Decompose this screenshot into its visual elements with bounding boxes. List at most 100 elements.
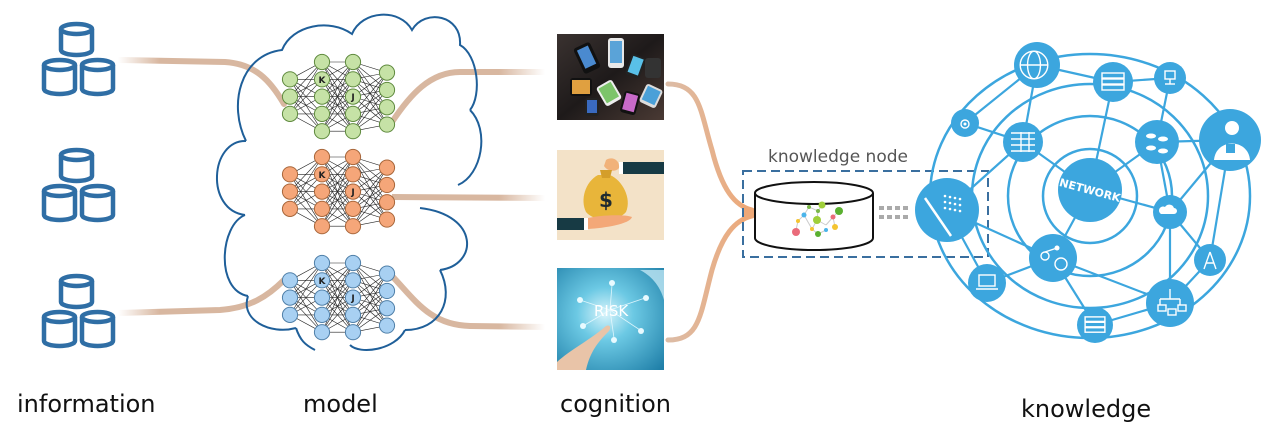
- server-rack-icon: [1093, 62, 1133, 102]
- stage-label-knowledge: knowledge: [1021, 395, 1152, 423]
- net-edge: [321, 156, 354, 210]
- neural-net-blue: KJ: [281, 254, 396, 341]
- net-node: [378, 317, 396, 334]
- network-center: NETWORK: [1058, 158, 1122, 222]
- net-node: [344, 166, 362, 183]
- network-node: [1154, 62, 1186, 94]
- network-node: [915, 178, 979, 242]
- net-node-label: K: [319, 171, 327, 181]
- net-edge: [352, 290, 388, 333]
- net-edges: [289, 262, 388, 333]
- net-edge: [352, 273, 388, 333]
- stage-label-model: model: [303, 390, 378, 418]
- stage-label-cognition: cognition: [560, 390, 671, 418]
- arrow-3: [665, 213, 755, 343]
- net-edge: [352, 72, 388, 115]
- net-node: [313, 218, 331, 235]
- net-node: [313, 200, 331, 217]
- net-edge: [321, 262, 354, 316]
- net-node: [281, 105, 299, 123]
- net-node: [313, 148, 331, 166]
- net-node-label: K: [319, 76, 327, 86]
- server-icon: [1077, 307, 1113, 343]
- connector-5: [391, 194, 546, 201]
- net-node: [378, 81, 396, 99]
- net-edges: [289, 61, 388, 132]
- net-node: [281, 183, 299, 200]
- net-node: [344, 306, 362, 323]
- net-node: [281, 200, 299, 217]
- network-node: [1058, 158, 1122, 222]
- monitor-icon: [1154, 62, 1186, 94]
- net-node: [378, 99, 396, 116]
- net-node: [344, 272, 362, 289]
- cylinder: [41, 309, 78, 349]
- cloud-gear-icon: [951, 109, 979, 137]
- net-node: [344, 148, 362, 166]
- globe-icon: [1014, 42, 1060, 88]
- cylinder: [79, 309, 116, 349]
- net-node: [378, 265, 396, 282]
- dotted-link: [879, 206, 908, 219]
- net-node: [313, 71, 331, 88]
- cylinder: [58, 147, 95, 184]
- neural-net-green: KJ: [281, 53, 396, 140]
- network-node: [1194, 244, 1226, 276]
- net-node: [378, 176, 396, 194]
- net-node: [378, 211, 396, 228]
- cylinder: [79, 57, 116, 97]
- model-cloud: [215, 13, 483, 351]
- net-node: [344, 123, 362, 140]
- database-icon: [1135, 120, 1179, 164]
- net-edge: [321, 280, 354, 333]
- money-bag-photo: $: [557, 150, 664, 240]
- net-node: [378, 159, 396, 176]
- net-node: [313, 166, 331, 183]
- network-node: [1077, 307, 1113, 343]
- net-node: [344, 183, 362, 200]
- cylinder: [58, 273, 95, 310]
- cloud-chip-icon: [1153, 195, 1187, 229]
- net-node: [344, 324, 362, 341]
- net-node: [344, 200, 362, 217]
- smartphones-photo: [557, 34, 664, 120]
- net-node: [344, 71, 362, 88]
- knowledge-node-box: [742, 170, 989, 258]
- network-ring: [1041, 147, 1139, 245]
- connector-1: [115, 57, 287, 107]
- network-node: [1135, 120, 1179, 164]
- knowledge-node-label: knowledge node: [768, 147, 908, 167]
- connector-3: [115, 277, 287, 316]
- network-node: [1029, 234, 1077, 282]
- stage-label-information: information: [17, 390, 156, 418]
- net-node-label: J: [350, 294, 354, 304]
- net-node: [281, 166, 299, 183]
- net-node: [313, 123, 331, 140]
- database-icon: [41, 147, 116, 223]
- net-node: [313, 306, 331, 323]
- net-node: [344, 289, 362, 306]
- net-edge: [289, 61, 323, 115]
- net-node: [378, 282, 396, 300]
- net-node: [313, 88, 331, 105]
- net-edge: [352, 89, 388, 132]
- net-node: [281, 289, 299, 306]
- network-node: [1003, 122, 1043, 162]
- net-node: [344, 88, 362, 105]
- firewall-icon: [1003, 122, 1043, 162]
- net-node: [378, 300, 396, 317]
- cylinder: [41, 183, 78, 223]
- network-devices-icon: [1146, 279, 1194, 327]
- database-icon: [41, 273, 116, 349]
- net-edges: [289, 156, 388, 227]
- molecule-icon: [1029, 234, 1077, 282]
- net-node: [378, 64, 396, 81]
- cylinder: [58, 21, 95, 58]
- net-node: [313, 289, 331, 306]
- net-node: [281, 272, 299, 289]
- net-node: [281, 88, 299, 105]
- net-node: [281, 71, 299, 88]
- network-node: [1146, 279, 1194, 327]
